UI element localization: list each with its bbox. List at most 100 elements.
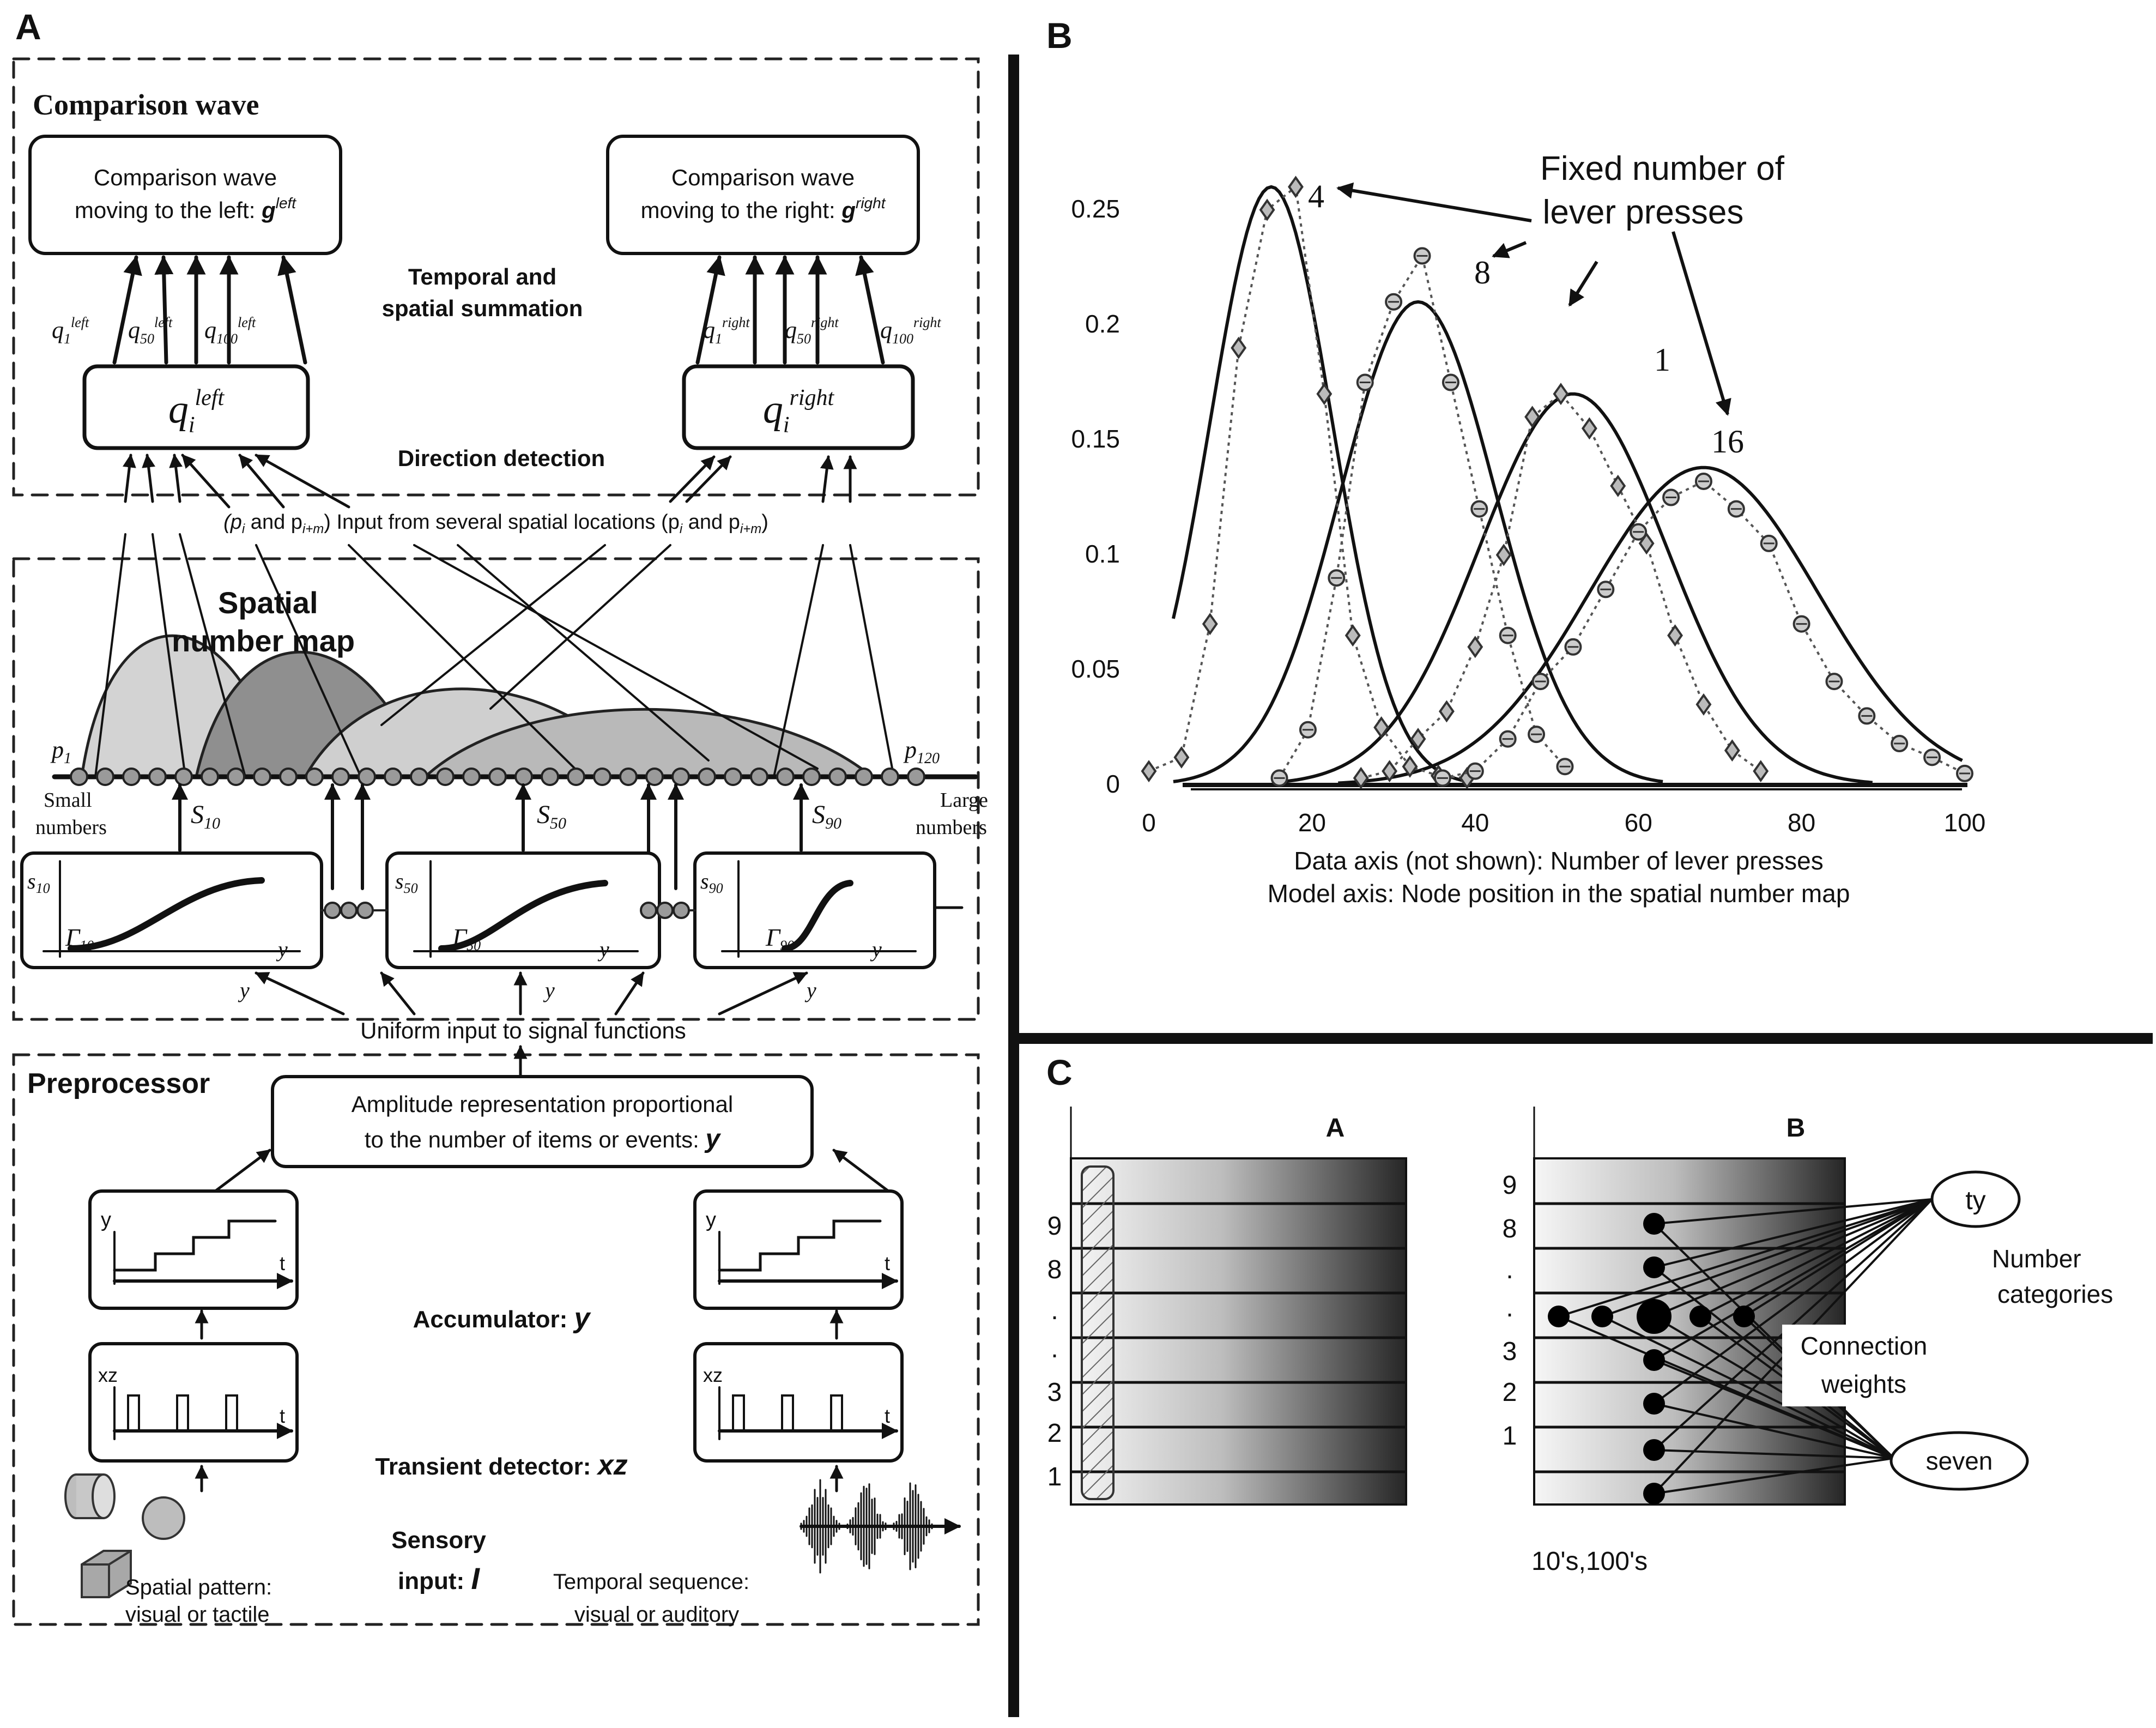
annotation-arrow [1492,241,1527,258]
q-right-label: qiright [763,385,835,438]
summation-label-2: spatial summation [382,295,583,321]
comparison-right-box [606,135,920,255]
connection-label-backdrop [1782,1325,1946,1406]
connection-weights-label-1: Connection [1801,1332,1928,1360]
y-input-label-3: y [804,978,816,1002]
connection-to-seven [1654,1457,1894,1495]
map-node [619,768,638,786]
sub-label-a: A [1326,1114,1345,1143]
svg-text:s50: s50 [395,869,418,896]
svg-text:y: y [101,1209,111,1231]
uniform-input-label: Uniform input to signal functions [360,1018,686,1043]
comparison-wave-title: Comparison wave [33,88,259,121]
x-tick-label: 40 [1461,808,1489,837]
data-point-diamond [1402,755,1418,778]
map-node [724,768,742,786]
annotation-line-1: Fixed number of [1540,150,1785,188]
preprocessor-section [12,1053,980,1626]
bar-a-digit: 8 [1047,1255,1062,1284]
connection-to-seven [1653,1315,1895,1459]
svg-text:xz: xz [703,1364,723,1386]
temporal-sound-wave [800,1479,961,1574]
spatial-map-title-2: number map [172,624,355,658]
map-node [436,768,455,786]
bar-a-digit: 9 [1047,1212,1062,1241]
preprocessor-title: Preprocessor [27,1068,210,1099]
x-axis-label-2: Model axis: Node position in the spatial… [1268,879,1850,908]
hatched-region [1081,1165,1115,1500]
data-point-diamond [1373,716,1390,739]
series-label-4: 4 [1308,178,1324,214]
spatial-map-title-1: Spatial [218,585,318,620]
svg-text:Γ50: Γ50 [452,923,481,953]
map-node [96,768,114,786]
map-node [358,768,376,786]
ty-label: ty [1965,1186,1985,1215]
signal-function-box-90: s90 Γ90 y [693,851,936,969]
model-curve-4 [1171,185,1468,783]
y-tick-label: 0.15 [1071,425,1120,453]
map-node [881,768,899,786]
bar-a-digit: . [1051,1334,1058,1363]
input-locations-label: (pi and pi+m) Input from several spatial… [223,511,768,536]
x-tick-label: 0 [1142,808,1156,837]
bar-a-digits: 98..321 [1047,1212,1062,1491]
data-point-diamond [1695,693,1712,716]
map-node [148,768,167,786]
q1-left-term: q1left [52,315,89,347]
map-node [645,768,664,786]
comparison-left-line2: moving to the left: gleft [75,195,296,223]
category-node [1643,1393,1665,1415]
comparison-left-line1: Comparison wave [94,165,277,190]
map-node [331,768,350,786]
q100-right-term: q100right [880,315,941,347]
connection-to-ty [1743,1198,1933,1318]
p120-label: p120 [903,736,940,767]
map-to-direction-lines [94,533,895,778]
x-axis-label: Data axis (not shown): Number of lever p… [1294,847,1824,875]
model-curve-1 [1273,392,1873,784]
accumulator-box-right: y t [693,1189,904,1310]
svg-text:t: t [280,1252,285,1274]
x-tick-label: 20 [1298,808,1326,837]
q-right-box [682,364,915,450]
category-node [1591,1306,1613,1327]
amplitude-box [271,1075,814,1168]
data-point-diamond [1524,406,1541,428]
data-point-diamond [1438,700,1455,723]
x-tick-label: 100 [1944,808,1986,837]
direction-detection-label: Direction detection [398,445,605,471]
map-node [488,768,507,786]
data-line-16 [1442,480,1965,780]
data-point-diamond [1288,176,1304,198]
map-node [462,768,481,786]
svg-text:Γ10: Γ10 [65,923,94,953]
bar-a-stripes [1071,1202,1406,1473]
data-point-diamond [1231,336,1247,359]
map-node [410,768,428,786]
svg-text:y: y [706,1209,716,1231]
transient-box-left: xz t [88,1342,299,1463]
temporal-sequence-label-2: visual or auditory [574,1603,739,1627]
left-summation-arrows [112,255,307,365]
gradient-bar-a [1070,1157,1407,1506]
map-node [593,768,611,786]
number-categories-label-2: categories [1997,1280,2113,1308]
map-node [776,768,795,786]
bar-a-digit: 2 [1047,1419,1062,1448]
q100-left-term: q100left [204,315,256,347]
category-node [1643,1256,1665,1278]
annotation-arrow [1671,231,1731,416]
map-node [855,768,873,786]
sub-label-b: B [1786,1114,1806,1143]
bar-b-digits: 98..321 [1503,1171,1517,1451]
bar-b-digit: 3 [1503,1337,1517,1366]
spatial-pattern-label-2: visual or tactile [125,1603,270,1627]
bar-b-digit: . [1506,1294,1513,1322]
small-numbers-label-1: Small [44,789,92,812]
right-summation-arrows [695,255,885,365]
amplitude-line-2: to the number of items or events: y [365,1125,722,1153]
data-point-diamond [1467,636,1483,658]
series-label-16: 16 [1711,424,1744,460]
